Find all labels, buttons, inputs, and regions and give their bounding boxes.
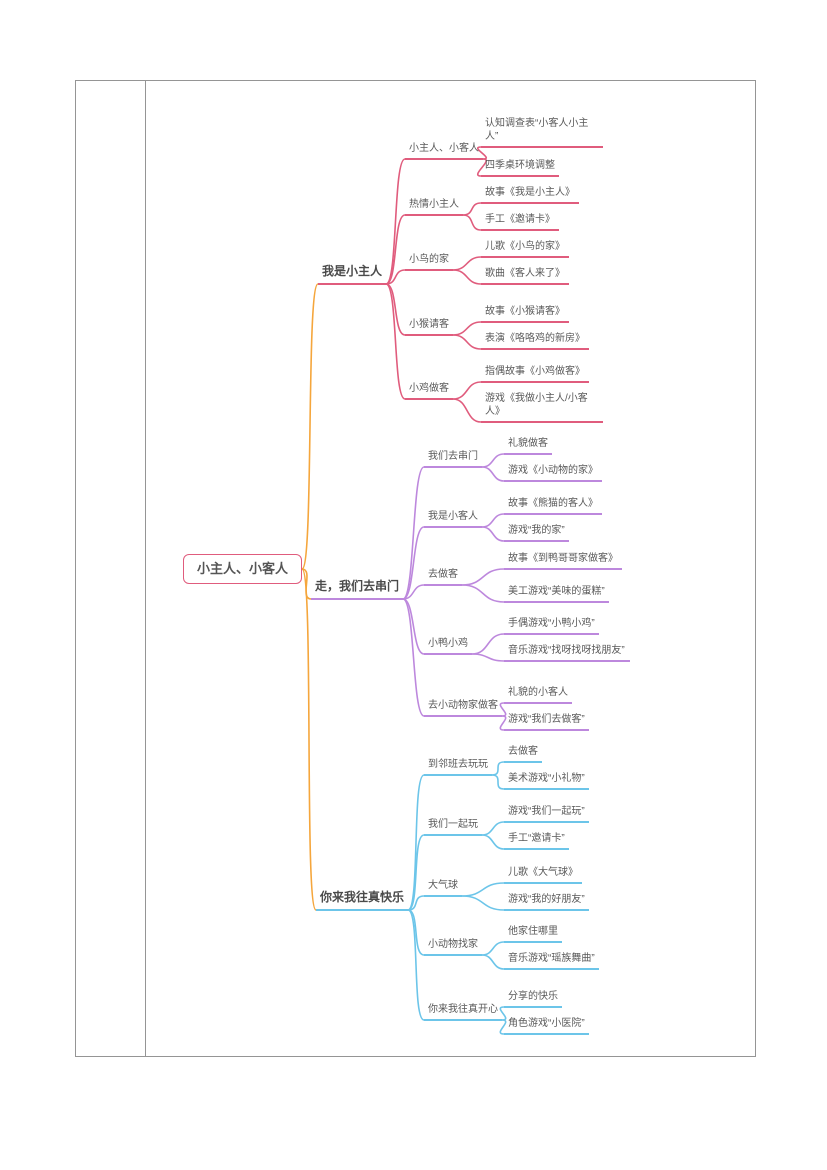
mindmap-node: 音乐游戏“找呀找呀找朋友” — [504, 642, 630, 662]
mindmap-node: 分享的快乐 — [504, 988, 562, 1008]
mindmap-node: 礼貌做客 — [504, 435, 552, 455]
mindmap-root-node: 小主人、小客人 — [183, 554, 303, 584]
mindmap-node: 我们去串门 — [424, 448, 482, 468]
mindmap-node: 礼貌的小客人 — [504, 684, 572, 704]
mindmap-node: 游戏《我做小主人/小客人》 — [481, 390, 603, 423]
mindmap-node: 去做客 — [504, 743, 542, 763]
mindmap-node: 美工游戏“美味的蛋糕” — [504, 583, 609, 603]
mindmap-node: 游戏《小动物的家》 — [504, 462, 602, 482]
mindmap-node: 故事《小猴请客》 — [481, 303, 569, 323]
mindmap-node: 故事《熊猫的客人》 — [504, 495, 602, 515]
mindmap-node: 小主人、小客人 — [405, 140, 483, 160]
mindmap-branch-node: 走，我们去串门 — [311, 577, 404, 600]
mindmap-node: 小鸟的家 — [405, 251, 453, 271]
mindmap-node: 故事《我是小主人》 — [481, 184, 579, 204]
mindmap-node: 歌曲《客人来了》 — [481, 265, 569, 285]
mindmap-node: 游戏“我的家” — [504, 522, 569, 542]
mindmap-node: 表演《咯咯鸡的新房》 — [481, 330, 589, 350]
mindmap-node: 音乐游戏“瑶族舞曲” — [504, 950, 599, 970]
mindmap-node: 到邻班去玩玩 — [424, 756, 492, 776]
mindmap-node: 我是小客人 — [424, 508, 482, 528]
mindmap-node: 游戏“我们去做客” — [504, 711, 589, 731]
mindmap-node: 美术游戏“小礼物” — [504, 770, 589, 790]
mindmap-node: 大气球 — [424, 877, 462, 897]
mindmap-node: 手工“邀请卡” — [504, 830, 569, 850]
mindmap-node: 小猴请客 — [405, 316, 453, 336]
mindmap-node: 游戏“我们一起玩” — [504, 803, 589, 823]
mindmap-node: 手偶游戏“小鸭小鸡” — [504, 615, 599, 635]
mindmap-node: 儿歌《大气球》 — [504, 864, 582, 884]
mindmap-node: 指偶故事《小鸡做客》 — [481, 363, 589, 383]
mindmap-node: 你来我往真开心 — [424, 1001, 502, 1021]
mindmap-node: 热情小主人 — [405, 196, 463, 216]
mindmap-node: 我们一起玩 — [424, 816, 482, 836]
mindmap-node: 认知调查表“小客人小主人” — [481, 115, 603, 148]
document-table — [75, 80, 756, 1057]
mindmap-node: 角色游戏“小医院” — [504, 1015, 589, 1035]
mindmap-node: 去做客 — [424, 566, 462, 586]
mindmap-node: 四季桌环境调整 — [481, 157, 559, 177]
mindmap-node: 游戏“我的好朋友” — [504, 891, 589, 911]
mindmap-node: 儿歌《小鸟的家》 — [481, 238, 569, 258]
mindmap-node: 手工《邀请卡》 — [481, 211, 559, 231]
table-column-divider — [145, 81, 146, 1056]
mindmap-node: 去小动物家做客 — [424, 697, 502, 717]
mindmap-node: 小鸡做客 — [405, 380, 453, 400]
mindmap-node: 他家住哪里 — [504, 923, 562, 943]
mindmap-branch-node: 我是小主人 — [318, 262, 387, 285]
mindmap-node: 小鸭小鸡 — [424, 635, 472, 655]
mindmap-branch-node: 你来我往真快乐 — [316, 888, 409, 911]
mindmap-node: 小动物找家 — [424, 936, 482, 956]
mindmap-node: 故事《到鸭哥哥家做客》 — [504, 550, 622, 570]
